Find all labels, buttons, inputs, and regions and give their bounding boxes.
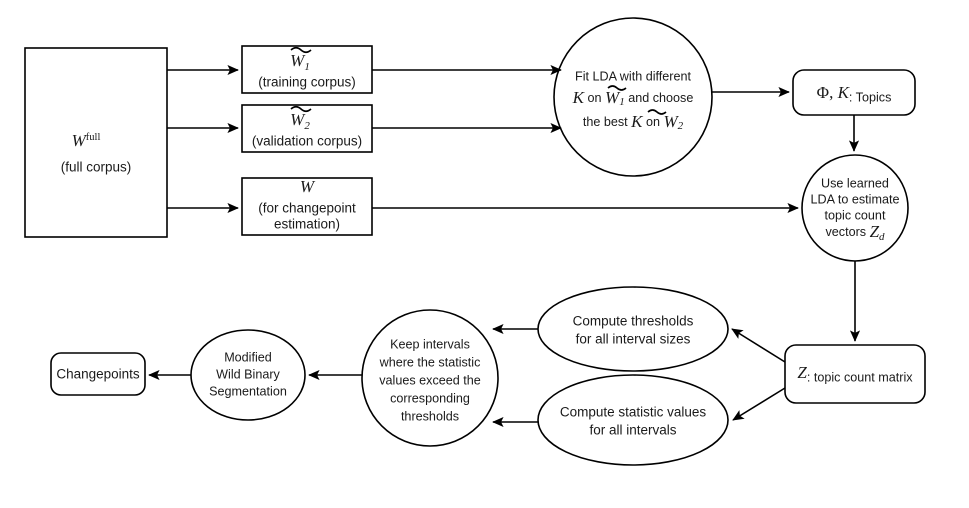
use-learned-lda-line4: vectors Zd <box>825 222 885 243</box>
node-compute-thresholds[interactable]: Compute thresholds for all interval size… <box>537 286 729 372</box>
node-mwbs[interactable]: Modified Wild Binary Segmentation <box>190 329 306 421</box>
node-fit-lda[interactable]: Fit LDA with different K on W1 and choos… <box>553 17 713 177</box>
w-changepoint-math: W <box>300 177 316 196</box>
w-tilde-1-caption: (training corpus) <box>258 75 356 90</box>
fit-lda-circle[interactable] <box>553 17 713 177</box>
node-w-tilde-2[interactable]: W2 (validation corpus) <box>241 104 373 153</box>
mwbs-line2: Wild Binary <box>216 367 280 381</box>
compute-statistics-line2: for all intervals <box>589 423 676 438</box>
fit-lda-line1: Fit LDA with different <box>575 69 691 83</box>
node-w-changepoint[interactable]: W (for changepoint estimation) <box>241 177 373 236</box>
keep-intervals-line1: Keep intervals <box>390 337 470 351</box>
node-w-tilde-1[interactable]: W1 (training corpus) <box>241 45 373 94</box>
use-learned-lda-line1: Use learned <box>821 176 889 190</box>
w-tilde-2-accent-icon <box>290 105 312 113</box>
keep-intervals-line4: corresponding <box>390 391 470 405</box>
use-learned-lda-line3: topic count <box>825 208 886 222</box>
edge-zmatrix-to-computestatistics <box>732 387 786 421</box>
w-tilde-1-accent-icon <box>290 46 312 54</box>
node-keep-intervals[interactable]: Keep intervals where the statistic value… <box>361 309 499 447</box>
node-z-matrix[interactable]: Z: topic count matrix <box>784 344 926 404</box>
use-learned-lda-line2: LDA to estimate <box>811 192 900 206</box>
z-matrix-label: Z: topic count matrix <box>797 363 913 384</box>
compute-thresholds-line2: for all interval sizes <box>576 332 691 347</box>
w-full-math: Wfull <box>72 131 101 150</box>
w-full-caption: (full corpus) <box>61 160 132 175</box>
edge-zmatrix-to-computethresholds <box>731 328 786 363</box>
compute-statistics-line1: Compute statistic values <box>560 405 707 420</box>
w-tilde-2-box[interactable] <box>241 104 373 153</box>
node-compute-statistics[interactable]: Compute statistic values for all interva… <box>537 374 729 466</box>
w-changepoint-box[interactable] <box>241 177 373 236</box>
keep-intervals-line2: where the statistic <box>379 355 481 369</box>
mwbs-line1: Modified <box>224 350 272 364</box>
w-changepoint-caption-line2: estimation) <box>274 217 340 232</box>
fit-lda-line2: K on W1 and choose <box>572 88 694 108</box>
compute-thresholds-ellipse[interactable] <box>537 286 729 372</box>
w-tilde-1-math: W1 <box>290 51 310 73</box>
compute-thresholds-line1: Compute thresholds <box>573 314 694 329</box>
keep-intervals-line3: values exceed the <box>379 373 481 387</box>
w-tilde-1-box[interactable] <box>241 45 373 94</box>
node-changepoints[interactable]: Changepoints <box>50 352 146 396</box>
changepoints-label: Changepoints <box>56 367 140 382</box>
changepoints-box[interactable] <box>50 352 146 396</box>
z-matrix-box[interactable] <box>784 344 926 404</box>
node-w-full[interactable]: Wfull (full corpus) <box>24 47 168 238</box>
mwbs-line3: Segmentation <box>209 384 287 398</box>
compute-statistics-ellipse[interactable] <box>537 374 729 466</box>
fit-lda-accent-1-icon <box>607 85 627 91</box>
node-use-learned-lda[interactable]: Use learned LDA to estimate topic count … <box>801 154 909 262</box>
w-tilde-2-math: W2 <box>290 110 310 132</box>
keep-intervals-line5: thresholds <box>401 409 459 423</box>
fit-lda-accent-2-icon <box>647 109 667 115</box>
phi-k-topics-label: Φ, K: Topics <box>817 83 892 104</box>
w-full-box[interactable] <box>24 47 168 238</box>
w-changepoint-caption-line1: (for changepoint <box>258 201 356 216</box>
w-tilde-2-caption: (validation corpus) <box>252 134 362 149</box>
node-phi-k-topics[interactable]: Φ, K: Topics <box>792 69 916 116</box>
fit-lda-line3: the best K on W2 <box>583 112 684 132</box>
keep-intervals-circle[interactable] <box>361 309 499 447</box>
